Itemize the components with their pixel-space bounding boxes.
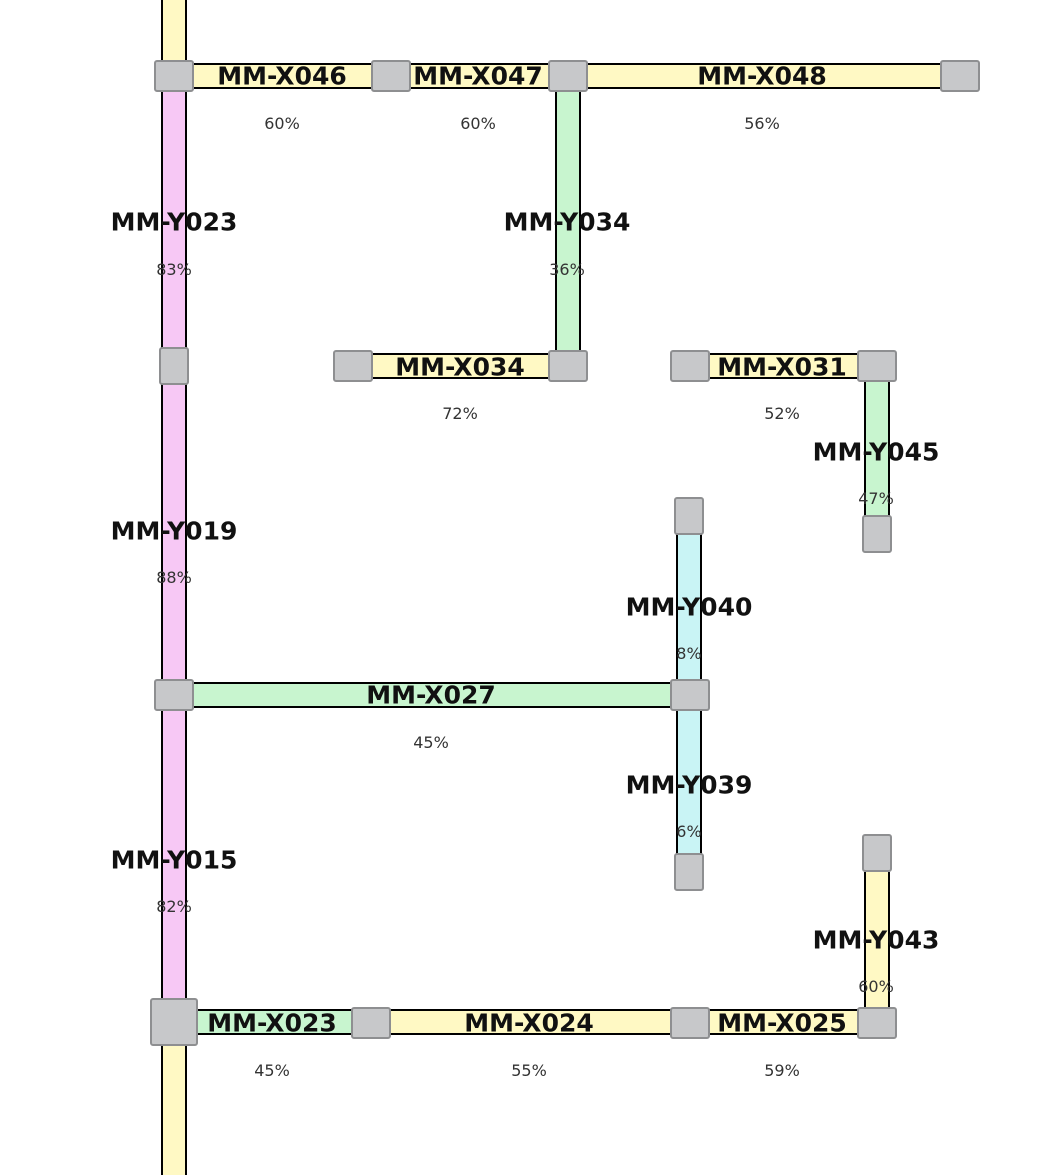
segment-X025[interactable] <box>704 1009 862 1035</box>
segment-label: MM-X025 <box>717 1008 847 1038</box>
node[interactable] <box>333 350 373 382</box>
segment-X047[interactable] <box>406 63 552 89</box>
segment-percent: 72% <box>442 404 478 423</box>
segment-percent: 88% <box>156 568 192 587</box>
segment-percent: 47% <box>858 489 894 508</box>
segment-percent: 36% <box>549 260 585 279</box>
node[interactable] <box>154 679 194 711</box>
segment-Y015[interactable] <box>161 706 187 1000</box>
node[interactable] <box>674 497 704 535</box>
segment-label: MM-Y023 <box>110 207 238 237</box>
node[interactable] <box>862 515 892 553</box>
node[interactable] <box>862 834 892 872</box>
segment-label: MM-Y034 <box>503 207 631 237</box>
segment-X024[interactable] <box>386 1009 672 1035</box>
node[interactable] <box>857 350 897 382</box>
node[interactable] <box>857 1007 897 1039</box>
segment-percent: 60% <box>858 977 894 996</box>
segment-percent: 83% <box>156 260 192 279</box>
node[interactable] <box>674 853 704 891</box>
segment-label: MM-Y045 <box>812 437 940 467</box>
segment-percent: 60% <box>460 114 496 133</box>
segment-percent: 45% <box>413 733 449 752</box>
segment-percent: 45% <box>254 1061 290 1080</box>
segment-label: MM-Y043 <box>812 925 940 955</box>
node[interactable] <box>940 60 980 92</box>
segment-label: MM-X024 <box>464 1008 594 1038</box>
segment-percent: 82% <box>156 897 192 916</box>
node[interactable] <box>154 60 194 92</box>
segment-label: MM-X046 <box>217 61 347 91</box>
segment-Y045[interactable] <box>864 378 890 518</box>
stub-bottom <box>161 1044 187 1175</box>
segment-label: MM-Y019 <box>110 516 238 546</box>
segment-Y023[interactable] <box>161 88 187 350</box>
segment-percent: 6% <box>676 822 702 841</box>
node[interactable] <box>351 1007 391 1039</box>
stub-top <box>161 0 187 64</box>
node[interactable] <box>670 679 710 711</box>
segment-label: MM-Y015 <box>110 845 238 875</box>
segment-X034[interactable] <box>368 353 552 379</box>
segment-Y039[interactable] <box>676 708 702 854</box>
node[interactable] <box>548 60 588 92</box>
segment-X027[interactable] <box>190 682 674 708</box>
segment-percent: 55% <box>511 1061 547 1080</box>
segment-X031[interactable] <box>706 353 862 379</box>
segment-percent: 52% <box>764 404 800 423</box>
segment-X048[interactable] <box>584 63 944 89</box>
node[interactable] <box>150 998 198 1046</box>
node[interactable] <box>670 350 710 382</box>
segment-Y034[interactable] <box>555 88 581 354</box>
node[interactable] <box>670 1007 710 1039</box>
segment-Y043[interactable] <box>864 872 890 1012</box>
segment-label: MM-X048 <box>697 61 827 91</box>
segment-label: MM-Y040 <box>625 592 753 622</box>
segment-percent: 8% <box>676 644 702 663</box>
segment-label: MM-Y039 <box>625 770 753 800</box>
segment-Y019[interactable] <box>161 384 187 682</box>
segment-label: MM-X047 <box>413 61 543 91</box>
segment-percent: 60% <box>264 114 300 133</box>
node[interactable] <box>548 350 588 382</box>
segment-label: MM-X034 <box>395 352 525 382</box>
segment-Y040[interactable] <box>676 534 702 684</box>
segment-percent: 56% <box>744 114 780 133</box>
node[interactable] <box>159 347 189 385</box>
segment-X023[interactable] <box>196 1009 354 1035</box>
segment-label: MM-X031 <box>717 352 847 382</box>
node[interactable] <box>371 60 411 92</box>
segment-label: MM-X023 <box>207 1008 337 1038</box>
segment-percent: 59% <box>764 1061 800 1080</box>
segment-X046[interactable] <box>190 63 374 89</box>
segment-label: MM-X027 <box>366 680 496 710</box>
